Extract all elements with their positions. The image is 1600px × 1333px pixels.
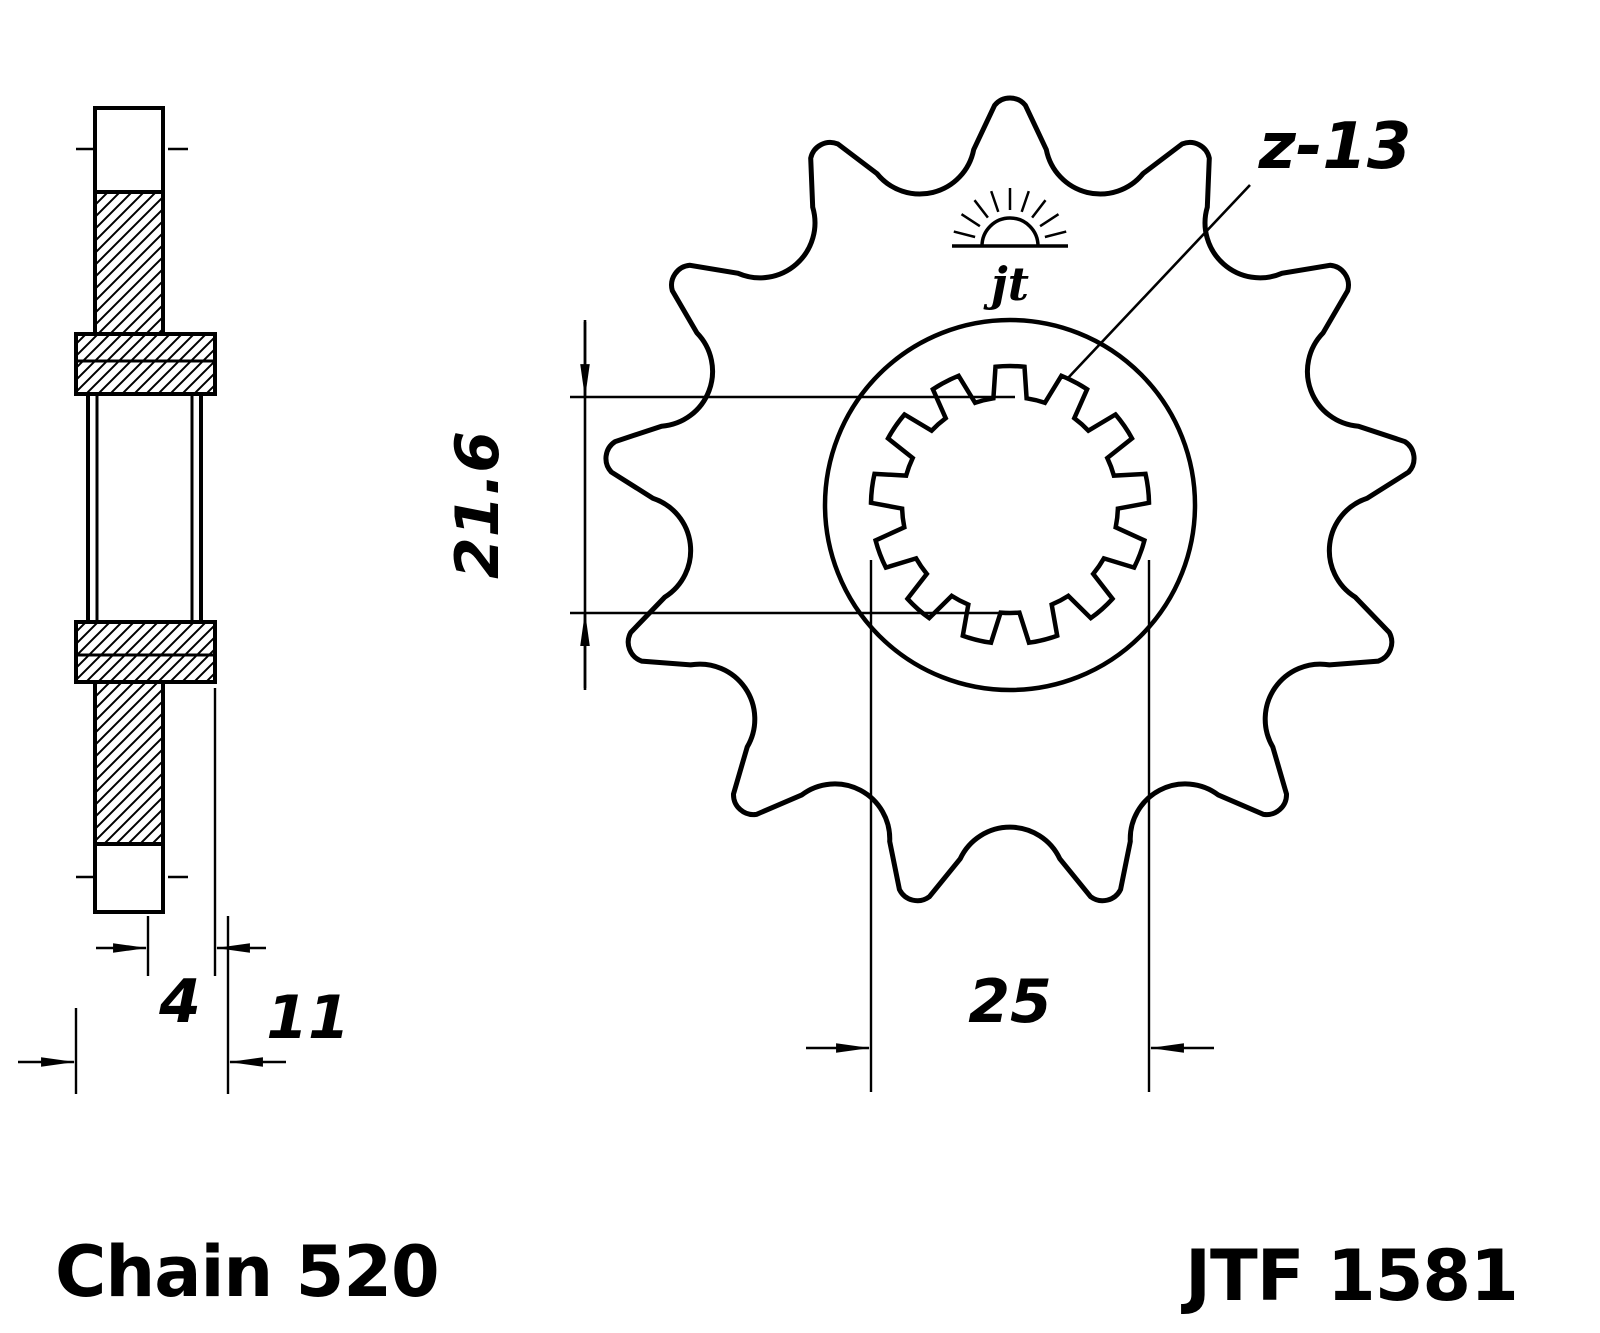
dim-bore-minor: 21.6 xyxy=(443,431,513,579)
part-number-label: JTF 1581 xyxy=(1181,1235,1518,1317)
front-view xyxy=(603,95,1417,904)
dimensions: 21.6 25 4 11 z-13 xyxy=(18,110,1411,1094)
sun-icon xyxy=(980,216,1040,247)
side-view xyxy=(74,106,217,914)
bottom-flange xyxy=(74,620,217,684)
dim-width: 11 xyxy=(266,983,350,1053)
dim-hub-offset: 4 xyxy=(158,967,201,1037)
leader-line xyxy=(1067,184,1251,379)
sun-ray xyxy=(1031,199,1047,219)
top-flange xyxy=(74,332,217,396)
teeth-count-label: z-13 xyxy=(1258,110,1412,184)
sun-ray xyxy=(953,230,976,239)
hub-section xyxy=(86,392,203,624)
spline-bore xyxy=(868,363,1152,646)
sun-rays xyxy=(953,188,1067,239)
sun-ray xyxy=(1020,190,1030,213)
hatched-section-top xyxy=(93,190,165,336)
sun-ray xyxy=(960,213,981,228)
chain-size-label: Chain 520 xyxy=(55,1231,439,1313)
hub-circle xyxy=(822,317,1198,693)
hatched-section-bottom xyxy=(93,680,165,846)
sun-ray xyxy=(1044,230,1067,239)
shaft-stub-bottom xyxy=(93,842,165,914)
sun-ray xyxy=(990,190,1000,213)
jt-logo: jt xyxy=(952,188,1068,311)
sun-ray xyxy=(1039,213,1060,228)
shaft-stub-top xyxy=(93,106,165,194)
dim-bore-major: 25 xyxy=(968,967,1052,1037)
sun-ray xyxy=(973,199,989,219)
logo-text: jt xyxy=(983,257,1029,311)
